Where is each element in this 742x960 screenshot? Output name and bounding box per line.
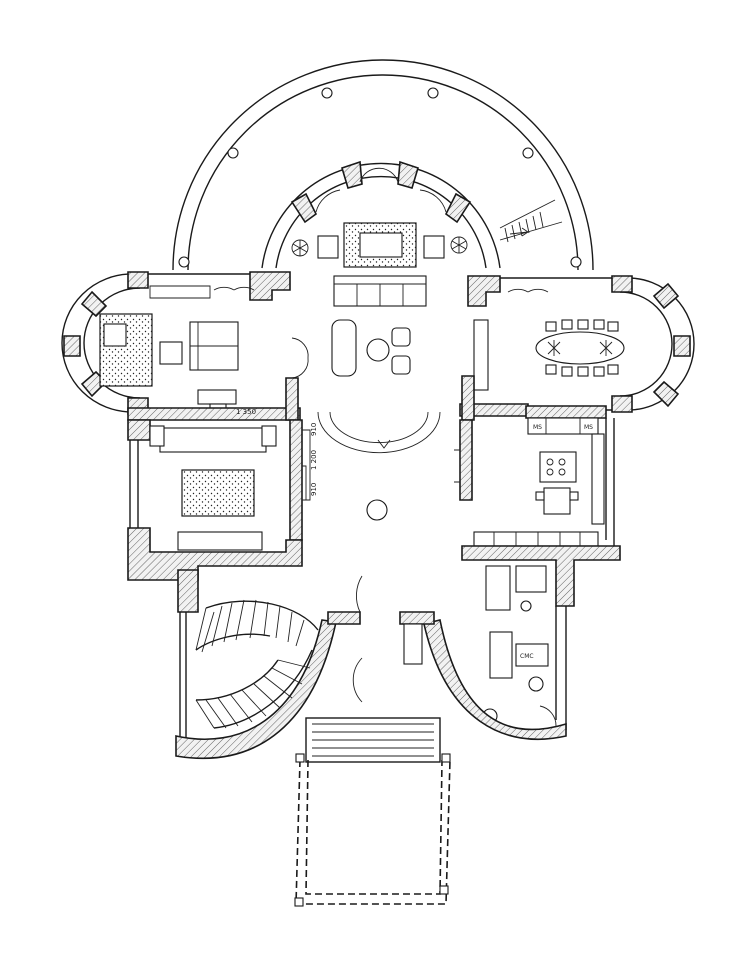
entrance-steps — [305, 717, 441, 763]
dimension-label: 1 200 — [310, 450, 318, 470]
left-wing-living-room — [61, 271, 309, 415]
entrance-vestibule — [175, 569, 567, 760]
living-armchair — [103, 323, 127, 347]
seating-armchair — [391, 355, 411, 375]
salon-coffee-table — [359, 232, 403, 258]
bedroom-rug — [181, 469, 255, 517]
dimension-labels: 1 350 910 1 200 910 — [236, 408, 318, 496]
kitchen-counter-top — [527, 417, 599, 435]
bedroom-sofa — [159, 427, 267, 453]
right-wing-dining-room — [467, 275, 695, 413]
dimension-label: 910 — [310, 483, 318, 496]
bedroom-cabinet — [177, 531, 263, 551]
kitchen-island — [539, 451, 577, 483]
hall-round-table — [366, 499, 388, 521]
round-salon — [261, 160, 501, 377]
dining-chairs — [545, 319, 619, 377]
dining-candelabra — [547, 340, 613, 356]
dimension-label: 1 350 — [236, 408, 256, 416]
kitchen-table — [543, 487, 571, 515]
dimension-label: 910 — [310, 423, 318, 436]
kitchen-appliance-tag: MS — [533, 424, 542, 431]
kitchen: MS MS — [461, 405, 621, 607]
seating-sofa — [331, 319, 357, 377]
gallery-columns — [178, 87, 582, 268]
salon-armchair-right — [423, 235, 445, 259]
kitchen-appliance-tag: MS — [584, 424, 593, 431]
terrace-dashed — [294, 753, 451, 907]
bedroom-nightstand — [149, 425, 165, 447]
bedroom — [127, 419, 311, 581]
semicircular-gallery — [172, 59, 594, 271]
dining-table — [535, 331, 625, 365]
fireplace — [197, 389, 237, 405]
bathroom-block: CMC — [482, 565, 567, 730]
seating-round-table — [366, 338, 390, 362]
salon-plant-left — [291, 239, 309, 257]
sideboard — [473, 319, 489, 391]
hall-walls — [127, 375, 529, 541]
living-table — [159, 341, 183, 365]
kitchen-base-cabinets — [473, 531, 599, 547]
wc-tag: CMC — [520, 653, 534, 660]
entrance-cabinet — [403, 623, 423, 665]
kitchen-counter-side — [591, 433, 605, 525]
salon-armchair-left — [317, 235, 339, 259]
gallery-stair — [499, 199, 563, 243]
salon-plant-right — [450, 236, 468, 254]
spiral-staircase — [195, 599, 319, 729]
bedroom-nightstand — [261, 425, 277, 447]
seating-armchair — [391, 327, 411, 347]
